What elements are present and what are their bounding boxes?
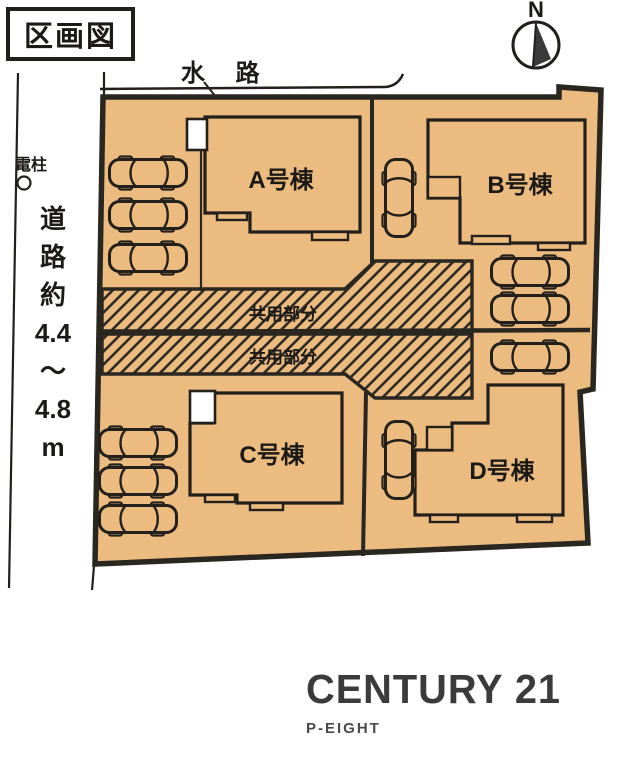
- car-icon: [98, 501, 178, 537]
- road-width-label: 道 路 約 4.4 〜 4.8 m: [34, 204, 72, 462]
- road-edge-lines: [7, 72, 106, 591]
- car-icon: [98, 463, 178, 499]
- plan-title: 区画図: [6, 7, 135, 61]
- car-icon: [490, 254, 570, 290]
- building-a-outline: [185, 115, 362, 242]
- building-d-label: D号棟: [469, 458, 535, 485]
- branding-block: CENTURY 21 P-EIGHT: [306, 666, 606, 737]
- building-b-porch: [426, 175, 462, 200]
- car-icon: [381, 420, 417, 500]
- compass-north-label: N: [528, 0, 544, 22]
- plan-title-text: 区画図: [23, 21, 117, 53]
- building-c-porch: [188, 389, 217, 425]
- common-area-lower: [100, 332, 474, 400]
- car-icon: [98, 425, 178, 461]
- car-icon: [108, 155, 188, 191]
- waterway-line: [99, 73, 405, 91]
- building-a-porch: [185, 117, 209, 152]
- building-b-label: B号棟: [487, 172, 553, 199]
- building-d-outline: [413, 383, 565, 524]
- utility-pole-icon: [16, 175, 32, 191]
- waterway-label: 水 路: [181, 60, 272, 87]
- lot-divider-lines: [101, 99, 591, 557]
- compass-icon: [511, 20, 561, 70]
- building-c-outline: [188, 389, 344, 512]
- building-a-label: A号棟: [248, 167, 314, 194]
- common-area-label-1: 共用部分: [249, 305, 317, 324]
- utility-pole-label: 電柱: [15, 157, 48, 174]
- century21-logo: CENTURY 21: [306, 666, 562, 712]
- building-b-outline: [426, 118, 587, 252]
- car-icon: [108, 197, 188, 233]
- common-area-label-2: 共用部分: [249, 348, 317, 367]
- building-d-porch: [425, 425, 454, 452]
- building-c-label: C号棟: [239, 442, 305, 469]
- car-icon: [381, 158, 417, 238]
- car-icon: [490, 291, 570, 327]
- office-name: P-EIGHT: [306, 720, 381, 737]
- car-icon: [108, 240, 188, 276]
- car-icon: [490, 339, 570, 375]
